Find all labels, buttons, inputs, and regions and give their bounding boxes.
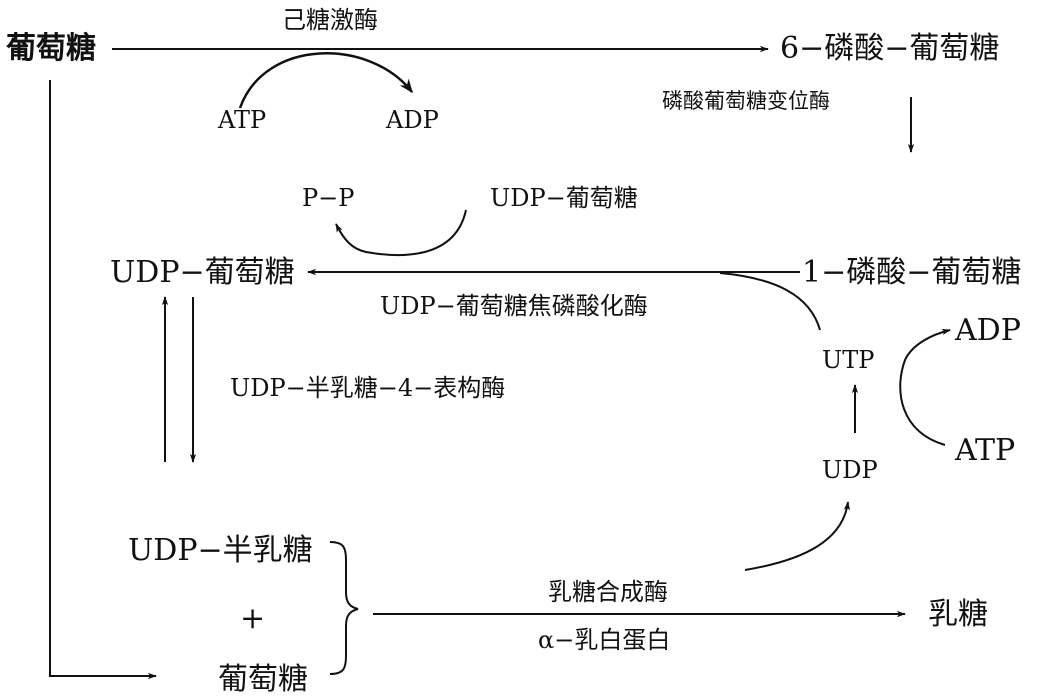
arrow-glucose-to-bottom [49,80,157,680]
epimerase-label: UDP−半乳糖−4−表构酶 [230,374,506,402]
curve-utp-input [719,272,821,331]
atp-top-label: ATP [218,106,267,134]
pp-label: P−P [302,184,355,212]
g1p-label: 1−磷酸−葡萄糖 [802,255,1022,290]
plus-sign: + [240,601,266,636]
udpg-pyrophosphorylase-label: UDP−葡萄糖焦磷酸化酶 [380,292,648,320]
udp-label: UDP [822,456,878,484]
udp-galactose-label: UDP−半乳糖 [128,533,313,568]
arrow-udpglucose-to-pp [335,209,467,256]
glucose-label: 葡萄糖 [6,31,96,66]
arrow-atp-to-adp [238,52,413,109]
g6p-label: 6−磷酸−葡萄糖 [780,31,1000,66]
glucose-bottom-label: 葡萄糖 [218,662,308,697]
brace [329,541,359,675]
utp-label: UTP [822,346,875,374]
arrow-udp-release [744,501,851,571]
hexokinase-label: 己糖激酶 [282,6,378,34]
adp-top-label: ADP [386,106,439,134]
alpha-lactalbumin-label: α−乳白蛋白 [538,626,671,654]
adp-right-label: ADP [955,313,1021,348]
phosphoglucomutase-label: 磷酸葡萄糖变位酶 [662,89,830,113]
udp-glucose-label: UDP−葡萄糖 [110,255,295,290]
arrow-atp-to-adp-right [899,328,951,446]
lactose-synthase-label: 乳糖合成酶 [548,578,668,606]
atp-right-label: ATP [955,433,1016,468]
udp-glucose-input-label: UDP−葡萄糖 [490,184,638,212]
lactose-label: 乳糖 [928,597,988,632]
